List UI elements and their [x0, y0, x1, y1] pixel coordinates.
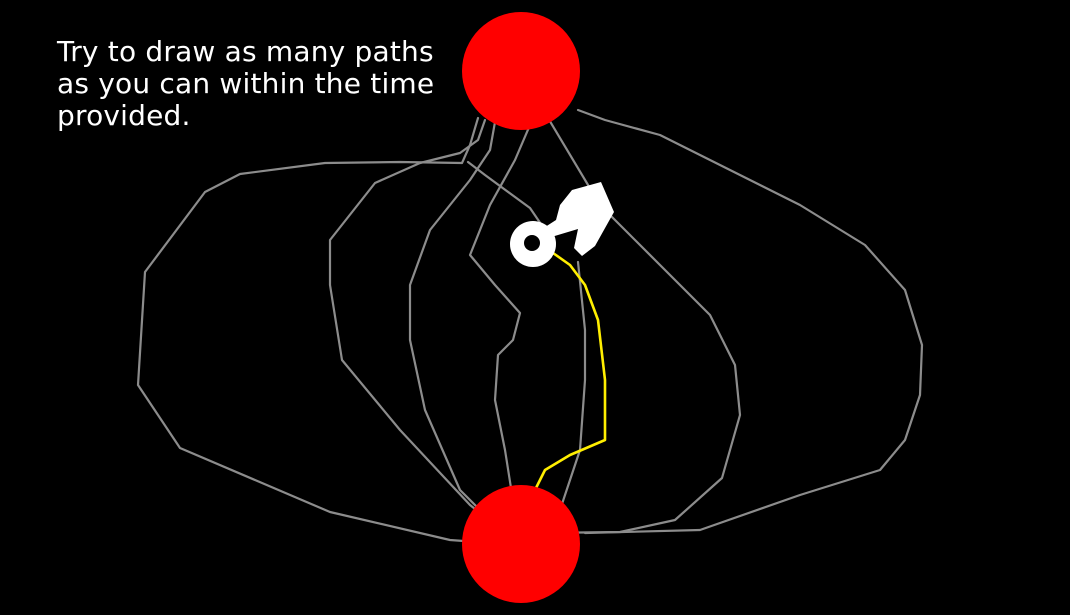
drawn-path [408, 120, 512, 542]
instruction-text: Try to draw as many paths as you can wit… [57, 35, 435, 132]
top-node[interactable] [462, 12, 580, 130]
bottom-node[interactable] [462, 485, 580, 603]
drawn-path [328, 118, 522, 547]
drawn-path [576, 108, 924, 535]
drawn-path [468, 123, 532, 547]
active-drawing-path [533, 251, 607, 492]
drawn-path [466, 160, 547, 232]
drawn-path [136, 116, 522, 547]
drawn-path [538, 116, 742, 535]
hand-pointer-icon [542, 182, 614, 256]
